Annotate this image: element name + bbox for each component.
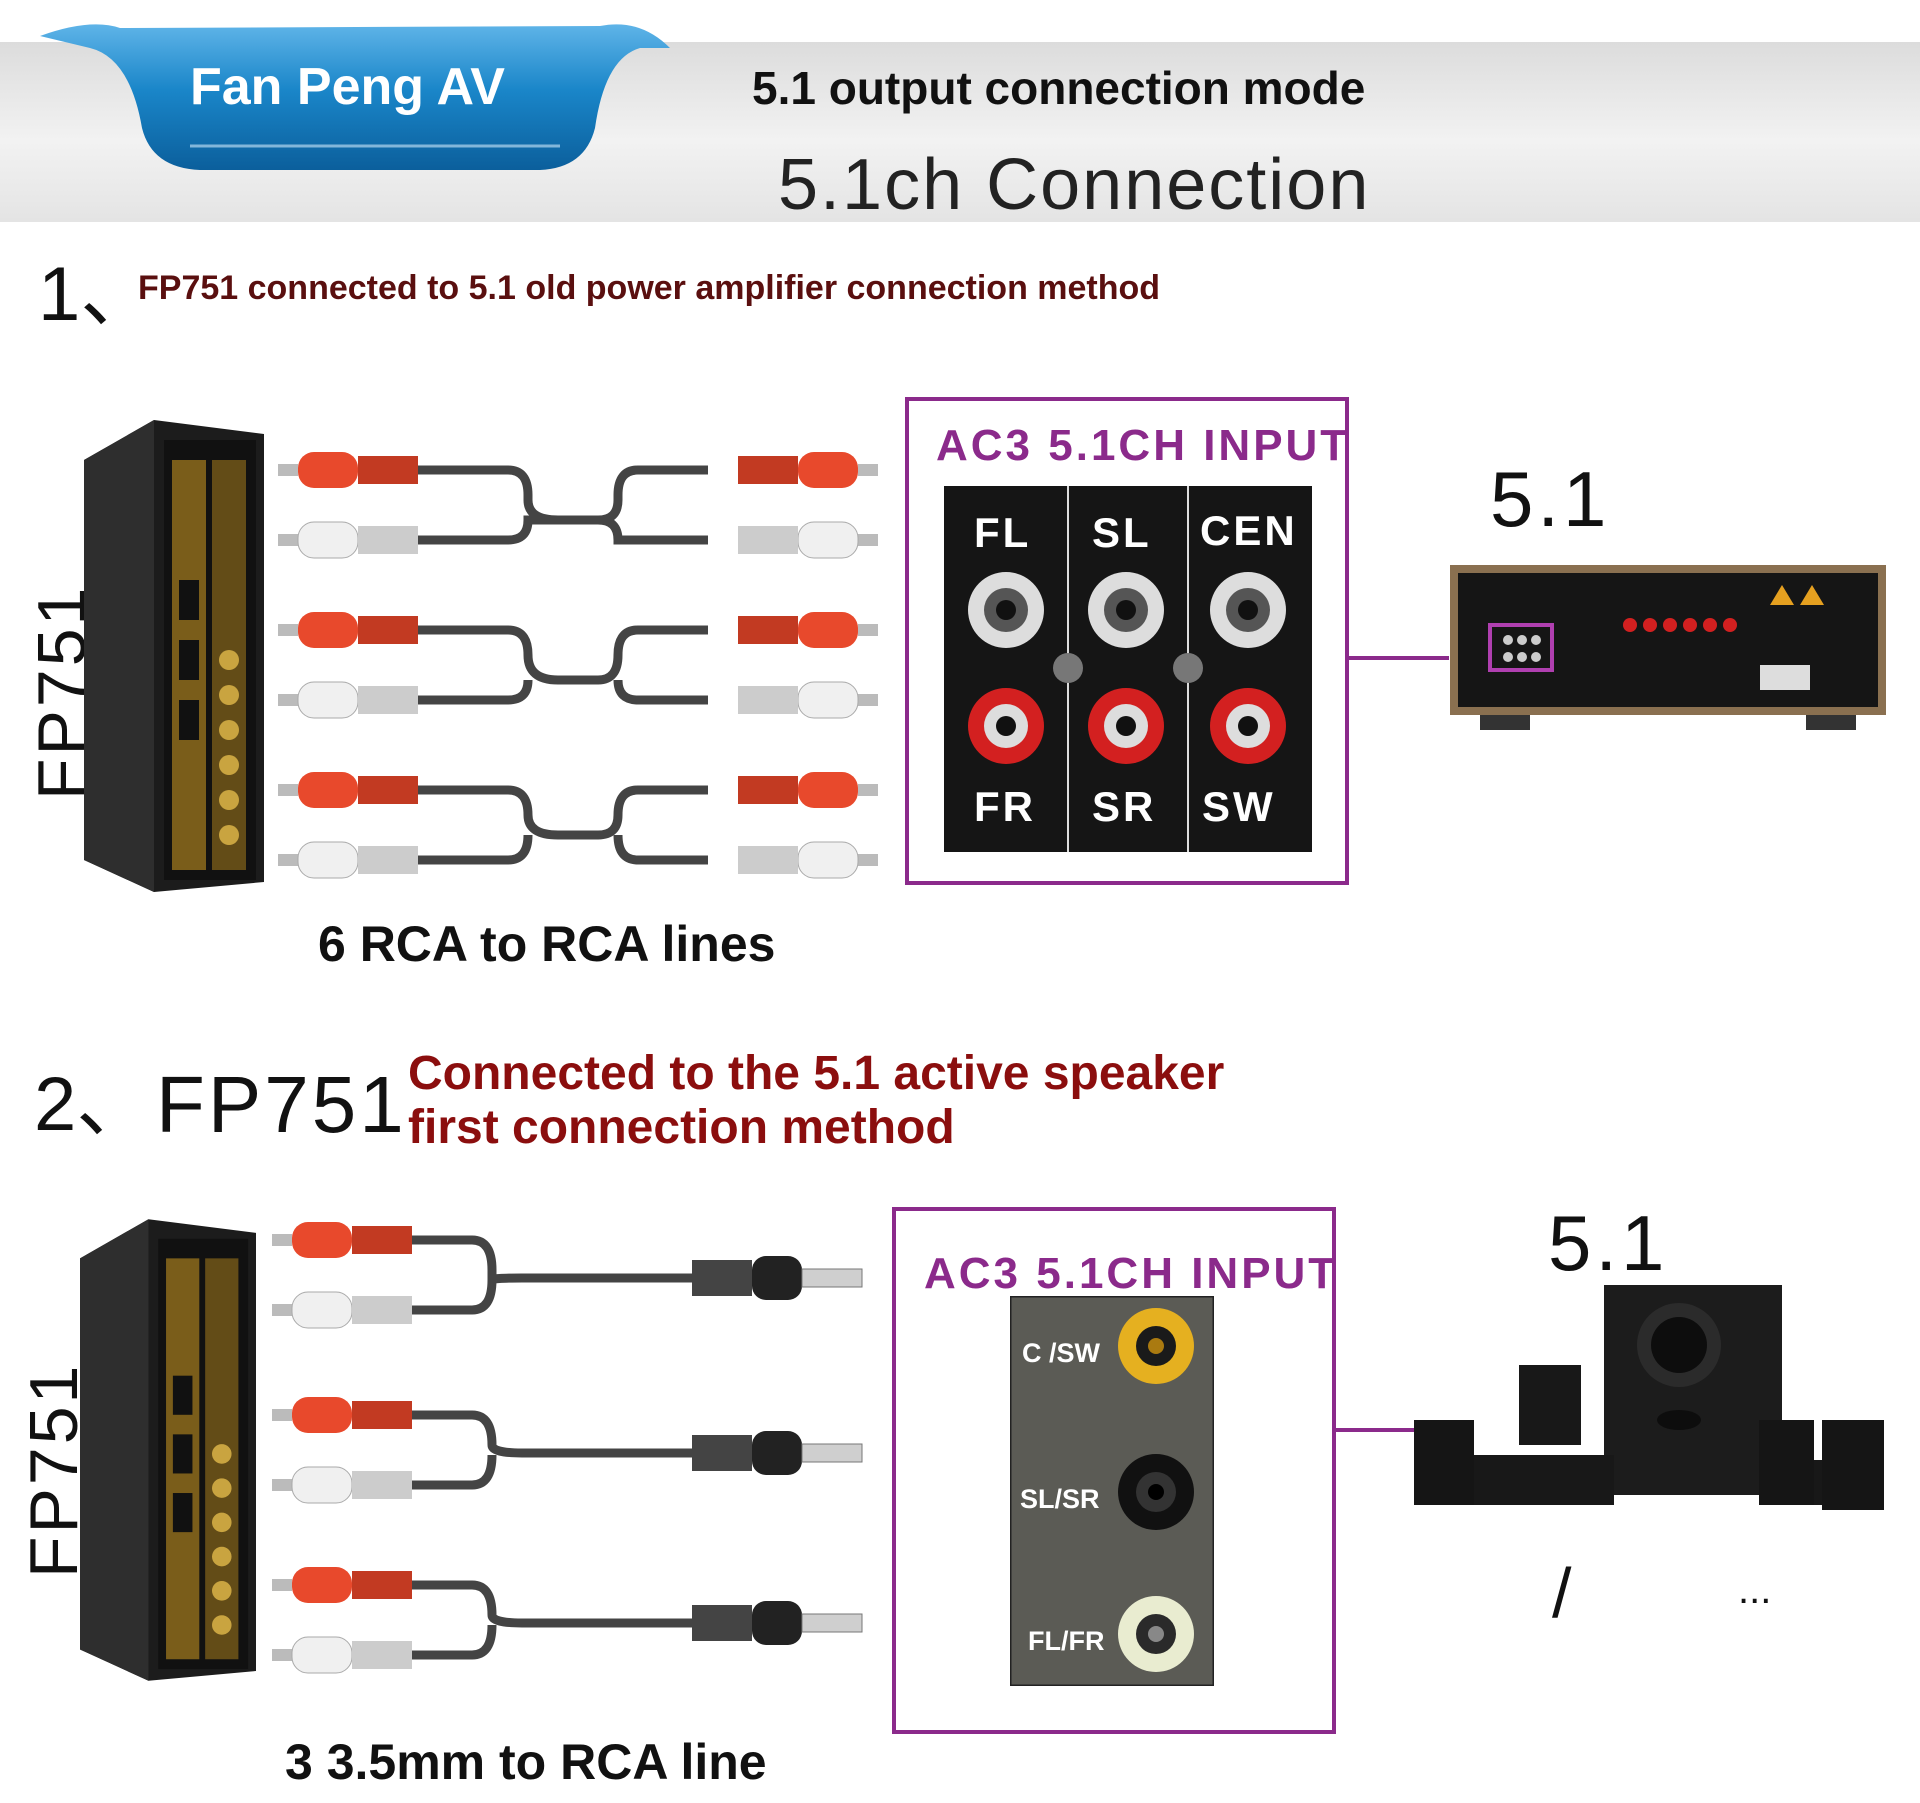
- amplifier-icon: [1450, 565, 1886, 730]
- brand-ribbon: [40, 24, 670, 170]
- section-2-number: 2、: [34, 1062, 153, 1147]
- fp751-device-image-2: [80, 1219, 256, 1681]
- fp751-device-image: [84, 420, 264, 892]
- section-2-target-label: 5.1: [1548, 1199, 1669, 1287]
- section-2-heading-line-2: first connection method: [408, 1101, 955, 1154]
- section-2-ellipsis: ...: [1738, 1568, 1772, 1612]
- section-1-target-label: 5.1: [1490, 455, 1611, 543]
- speaker-system-icon: [1414, 1285, 1884, 1510]
- jack-label-fr: FR: [974, 783, 1036, 830]
- jack-label-sl: SL: [1092, 509, 1152, 556]
- section-1-input-box: [905, 397, 1349, 885]
- section-2-jack-panel: C /SW SL/SR FL/FR: [1010, 1296, 1214, 1686]
- rca-jack-panel-image: [944, 486, 1312, 852]
- section-2-input-title: AC3 5.1CH INPUT: [924, 1249, 1339, 1298]
- jack-label-c-sw: C /SW: [1022, 1338, 1100, 1368]
- jack-label-fl: FL: [974, 509, 1032, 556]
- jack-label-sw: SW: [1202, 783, 1276, 830]
- jack-label-cen: CEN: [1200, 507, 1298, 554]
- section-2-model: FP751: [156, 1060, 407, 1149]
- brand-name: Fan Peng AV: [190, 58, 505, 116]
- section-1-heading: FP751 connected to 5.1 old power amplifi…: [138, 269, 1161, 307]
- mini-jack-panel-image: [1010, 1296, 1214, 1686]
- section-1-number: 1、: [38, 252, 157, 337]
- section-1-jack-panel: FL SL CEN FR SR SW: [944, 486, 1312, 852]
- section-2-slash: /: [1552, 1554, 1572, 1632]
- section-2-input-box: [892, 1207, 1336, 1734]
- section-1-input-title: AC3 5.1CH INPUT: [936, 421, 1351, 470]
- section-2-heading-line-1: Connected to the 5.1 active speaker: [408, 1047, 1225, 1100]
- rca-cables-image: [278, 452, 878, 879]
- section-2-cable-caption: 3 3.5mm to RCA line: [285, 1734, 767, 1790]
- section-1-cable-caption: 6 RCA to RCA lines: [318, 916, 776, 972]
- section-2-connector-line: [1336, 1428, 1416, 1432]
- jack-label-fl-fr: FL/FR: [1028, 1626, 1105, 1656]
- channel-title: 5.1ch Connection: [778, 145, 1371, 225]
- jack-label-sl-sr: SL/SR: [1020, 1484, 1100, 1514]
- mode-title: 5.1 output connection mode: [752, 62, 1366, 114]
- rca-to-3-5mm-cables-image: [272, 1222, 863, 1674]
- jack-label-sr: SR: [1092, 783, 1157, 830]
- section-1-connector-line: [1349, 656, 1449, 660]
